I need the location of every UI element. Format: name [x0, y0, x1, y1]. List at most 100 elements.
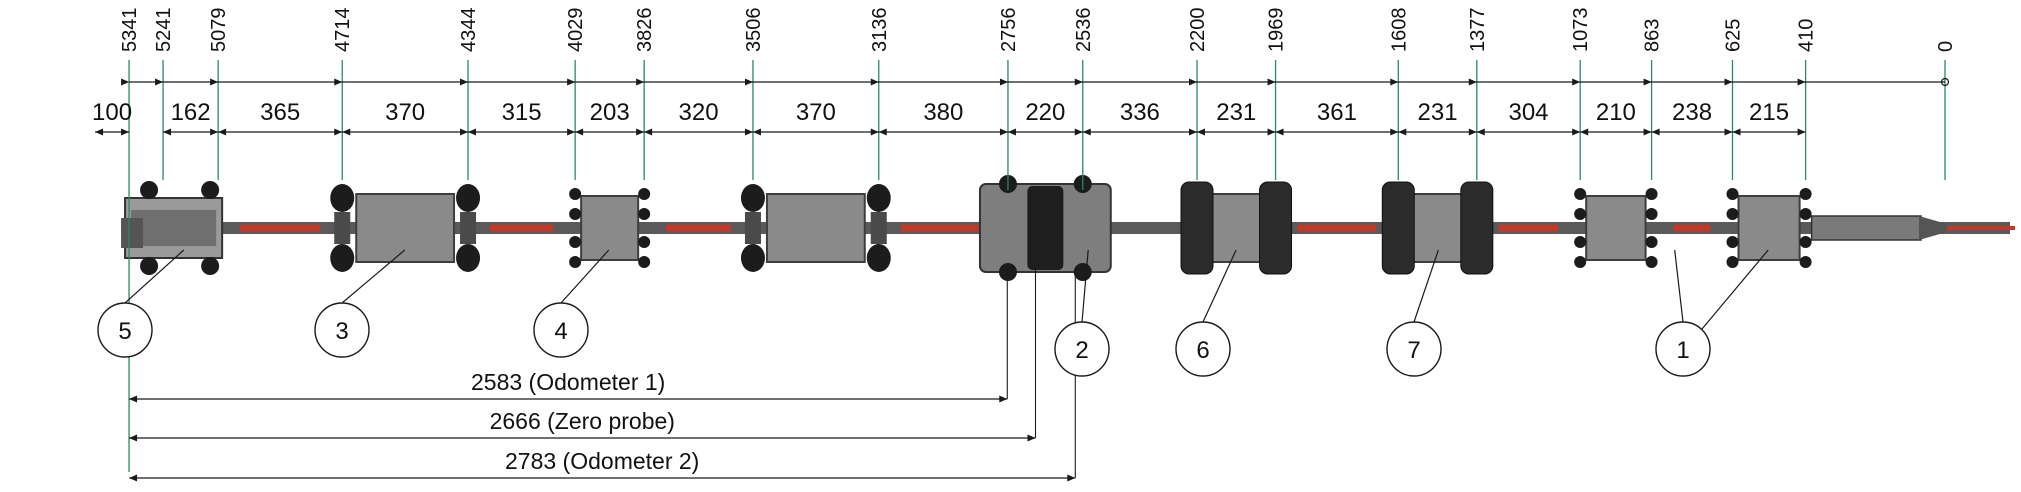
- segment-label-7: 370: [796, 99, 836, 126]
- segment-arrow: [218, 128, 227, 136]
- callout-leader-1: [1674, 249, 1684, 323]
- callout-number-6: 6: [1196, 337, 1209, 364]
- sealing-cup: [1259, 181, 1293, 275]
- segment-arrow: [878, 128, 887, 136]
- module-wheel: [569, 236, 582, 248]
- callout-balloon-6: [1175, 321, 1231, 377]
- magnet-wheel: [866, 244, 891, 272]
- position-label-625: 625: [1723, 19, 1745, 52]
- odometer-wheel: [1073, 263, 1092, 281]
- overall-arrow: [1027, 434, 1036, 442]
- position-label-2756: 2756: [998, 8, 1020, 52]
- segment-arrow: [1797, 128, 1806, 136]
- cup-module-b: [1381, 181, 1494, 275]
- odometer-module: [978, 175, 1112, 281]
- ordinate-arrow: [744, 78, 753, 86]
- segment-label-13: 231: [1418, 99, 1458, 126]
- segment-label-8: 380: [923, 99, 963, 126]
- ordinate-arrow: [121, 78, 130, 86]
- callout-leader-5: [124, 249, 185, 304]
- module-wheel: [1645, 188, 1658, 200]
- segment-arrow: [752, 128, 761, 136]
- segment-label-15: 210: [1596, 99, 1636, 126]
- segment-arrow: [1580, 128, 1589, 136]
- segment-arrow: [1267, 128, 1276, 136]
- segment-arrow: [1275, 128, 1284, 136]
- rear-carriage-module: [121, 181, 224, 275]
- module-wheel: [1799, 188, 1812, 200]
- carriage-wheel: [140, 181, 159, 199]
- magnet-hub: [334, 212, 351, 244]
- sealing-cup: [1460, 181, 1494, 275]
- module-wheel: [638, 188, 651, 200]
- segment-label-0: 100: [92, 99, 132, 126]
- segment-label-9: 220: [1025, 99, 1065, 126]
- sealing-cup: [1381, 181, 1415, 275]
- module-body: [1737, 195, 1801, 261]
- front-connector: [1810, 215, 1922, 241]
- ordinate-arrow: [1724, 78, 1733, 86]
- carriage-body: [131, 210, 217, 246]
- carriage-wheel: [201, 181, 220, 199]
- magnet-hub: [744, 212, 761, 244]
- module-wheel: [1799, 256, 1812, 268]
- callout-number-3: 3: [335, 318, 348, 345]
- callout-leader-2: [1081, 249, 1089, 323]
- callout-balloon-2: [1054, 321, 1110, 377]
- module-body: [580, 195, 640, 261]
- ordinate-arrow: [1797, 78, 1806, 86]
- segment-arrow: [1643, 128, 1652, 136]
- module-wheel: [1645, 256, 1658, 268]
- magnet-body: [765, 193, 866, 263]
- segment-arrow: [1468, 128, 1477, 136]
- segment-arrow: [210, 128, 219, 136]
- module-wheel: [1799, 208, 1812, 220]
- magnet-hub: [870, 212, 887, 244]
- magnet-wheel: [866, 184, 891, 212]
- ordinate-arrow: [999, 78, 1008, 86]
- callout-balloon-5: [97, 302, 153, 358]
- callout-number-4: 4: [554, 318, 567, 345]
- odometer-wheel-pack: [1027, 186, 1064, 270]
- cup-module-a: [1180, 181, 1293, 275]
- module-wheel: [569, 208, 582, 220]
- magnet-wheel: [740, 244, 765, 272]
- module-wheel: [1574, 208, 1587, 220]
- ordinate-arrow: [1390, 78, 1399, 86]
- sensor-module-a: [569, 188, 651, 268]
- ordinate-arrow: [155, 78, 164, 86]
- segment-arrow: [575, 128, 584, 136]
- position-label-4029: 4029: [565, 8, 587, 53]
- ordinate-arrow: [1074, 78, 1083, 86]
- module-wheel: [638, 208, 651, 220]
- position-label-3826: 3826: [634, 8, 656, 53]
- segment-arrow: [1651, 128, 1660, 136]
- callout-number-2: 2: [1075, 337, 1088, 364]
- module-wheel: [1574, 236, 1587, 248]
- position-label-1377: 1377: [1467, 8, 1489, 53]
- ordinate-arrow: [1468, 78, 1477, 86]
- position-label-5241: 5241: [153, 8, 175, 53]
- module-wheel: [1799, 236, 1812, 248]
- position-label-5079: 5079: [208, 7, 230, 52]
- segment-arrow: [460, 128, 469, 136]
- module-wheel: [1574, 256, 1587, 268]
- magnetic-module-b: [740, 184, 891, 272]
- segment-arrow: [1390, 128, 1399, 136]
- position-label-4344: 4344: [458, 7, 480, 52]
- segment-label-6: 320: [679, 99, 719, 126]
- module-wheel: [1726, 188, 1739, 200]
- segment-arrow: [1189, 128, 1197, 136]
- position-label-3136: 3136: [869, 8, 891, 53]
- segment-arrow: [567, 128, 576, 136]
- segment-arrow: [744, 128, 753, 136]
- segment-label-12: 361: [1317, 99, 1357, 126]
- odometer-wheel: [998, 263, 1017, 281]
- module-wheel: [1645, 236, 1658, 248]
- segment-arrow: [468, 128, 477, 136]
- segment-label-4: 315: [502, 99, 542, 126]
- overall-label-0: 2583 (Odometer 1): [471, 369, 665, 395]
- segment-arrow: [121, 128, 130, 136]
- ordinate-arrow: [210, 78, 219, 86]
